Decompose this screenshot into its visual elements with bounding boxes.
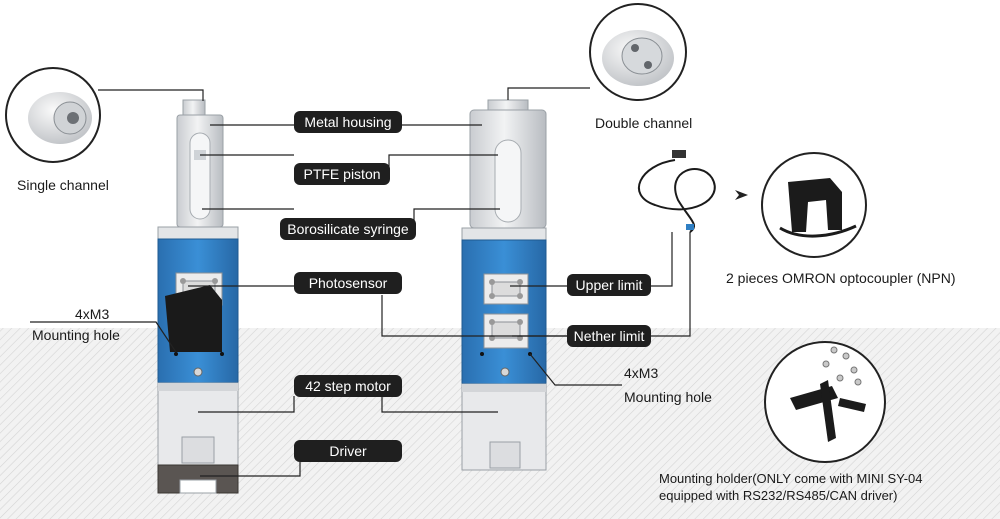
double-channel-pump <box>461 99 547 471</box>
left-mount-count: 4xM3 <box>75 306 110 322</box>
step-motor-label: 42 step motor <box>294 375 402 397</box>
double-channel-caption: Double channel <box>595 115 693 131</box>
driver-label: Driver <box>294 440 402 462</box>
borosilicate-syringe-label: Borosilicate syringe <box>280 218 416 240</box>
photosensor-label: Photosensor <box>294 272 402 294</box>
single-channel-caption: Single channel <box>17 177 109 193</box>
nether-limit-label: Nether limit <box>567 325 651 347</box>
metal-housing-label: Metal housing <box>294 111 402 133</box>
mounting-holder-inset <box>764 341 886 463</box>
holder-caption-line1: Mounting holder(ONLY come with MINI SY-0… <box>659 471 923 486</box>
right-mount-count: 4xM3 <box>624 365 659 381</box>
ptfe-piston-label: PTFE piston <box>294 163 390 185</box>
optocoupler-caption: 2 pieces OMRON optocoupler (NPN) <box>726 270 956 286</box>
right-mount-caption: Mounting hole <box>624 389 712 405</box>
single-channel-inset <box>5 67 101 163</box>
double-channel-inset <box>589 3 687 101</box>
optocoupler-inset <box>761 152 867 258</box>
arrow-icon <box>735 190 748 200</box>
single-channel-pump <box>157 99 239 494</box>
upper-limit-label: Upper limit <box>567 274 651 296</box>
optocoupler-cable <box>637 150 716 233</box>
holder-caption-line2: equipped with RS232/RS485/CAN driver) <box>659 488 898 503</box>
leader-lines <box>30 87 691 477</box>
left-mount-caption: Mounting hole <box>32 327 120 343</box>
